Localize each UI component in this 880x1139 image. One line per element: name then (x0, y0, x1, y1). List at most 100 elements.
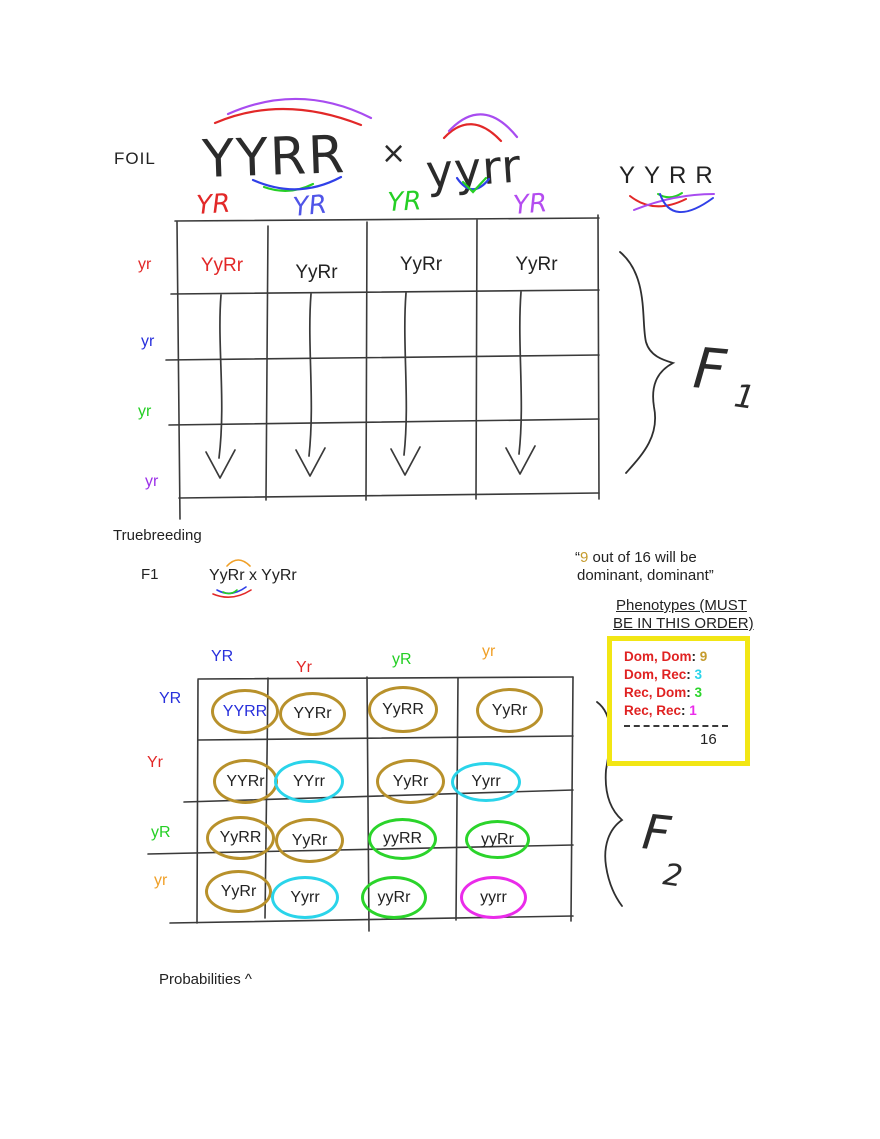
phenotypes-heading-line2: BE IN THIS ORDER) (613, 615, 754, 632)
punnett2-cell-oval: YYRR (211, 689, 279, 734)
punnett1-cell: YyRr (200, 255, 244, 276)
foil-label: FOIL (114, 149, 156, 168)
down-arrowhead-icon (390, 446, 421, 476)
punnett1-down-arrows (205, 291, 536, 479)
yyrr-arc-green (657, 192, 683, 199)
yyrr-arc-blue (659, 193, 714, 214)
handwritten-f2-subscript: 2 (661, 857, 685, 894)
punnett2-row-header-1: YR (159, 690, 182, 707)
punnett1-cell: YyRr (295, 262, 338, 283)
phenotype-row: Rec, Rec: 1 (624, 702, 739, 720)
phenotype-label: Dom, Rec (624, 667, 687, 682)
punnett2-cell-oval: yyRR (368, 818, 437, 860)
handwritten-parent2: yyrr (424, 138, 523, 199)
punnett2-col-header-1: YR (211, 648, 234, 665)
punnett2-cell-oval: YYRr (279, 692, 346, 736)
phenotype-separator: : (691, 649, 700, 664)
phenotype-count: 3 (694, 685, 703, 700)
yyrr-arc-red (629, 195, 687, 208)
down-arrowhead-icon (505, 445, 536, 475)
punnett2-cell-oval: yyRr (361, 876, 427, 919)
phenotype-ratio-box: Dom, Dom: 9 Dom, Rec: 3 Rec, Dom: 3 Rec,… (607, 636, 750, 766)
handwritten-f2-letter: F (640, 804, 675, 863)
phenotype-count: 3 (694, 667, 703, 682)
punnett1-cell: YyRr (399, 254, 443, 275)
genotype-label: yyRR (382, 830, 423, 847)
quote-rest: out of 16 will be (588, 549, 697, 566)
down-arrow-icon (218, 294, 223, 459)
dashed-divider (624, 725, 728, 727)
punnett2-col-header-4: yr (482, 643, 496, 660)
phenotype-separator: : (686, 685, 695, 700)
genotype-label: Yyrr (290, 888, 320, 906)
punnett2-cell-oval: Yyrr (451, 762, 521, 802)
phenotype-separator: : (686, 667, 695, 682)
punnett2-cell-oval: yyRr (465, 820, 530, 859)
phenotype-label: Rec, Dom (624, 685, 687, 700)
punnett2-cell-oval: YyRr (476, 688, 543, 733)
f1cross-arc-red (212, 589, 252, 598)
punnett2-cell-oval: YYrr (274, 760, 344, 803)
probabilities-label: Probabilities ^ (159, 971, 252, 988)
foil-arc-red-parent1 (213, 107, 363, 127)
punnett1-row-header-3: yr (138, 403, 152, 420)
foil-arc-blue-parent2 (455, 176, 491, 191)
genotype-label: yyrr (480, 888, 507, 906)
phenotype-row: Dom, Dom: 9 (624, 648, 739, 666)
foil-arc-purple-parent1 (226, 97, 373, 120)
quote-line-1: “9 out of 16 will be (575, 549, 697, 566)
genotype-label: YyRR (382, 700, 424, 718)
foil-arc-purple-parent2 (447, 113, 519, 139)
phenotype-separator: : (681, 703, 690, 718)
punnett1-row-header-4: yr (145, 473, 159, 490)
punnett1-row-header-1: yr (138, 256, 152, 273)
punnett2-cell-oval: YYRr (213, 759, 278, 804)
foil-arc-blue-parent1 (251, 175, 343, 191)
punnett2-row-header-2: Yr (147, 754, 163, 771)
f1-generation-label: F1 (141, 566, 159, 583)
genotype-label: YYRR (222, 702, 268, 720)
handwritten-f1-letter: F (691, 336, 730, 404)
phenotypes-heading-line1: Phenotypes (MUST (616, 597, 747, 614)
f1cross-arc-orange (226, 559, 251, 567)
punnett2-cell-oval: YyRr (205, 870, 272, 913)
handwritten-f1-subscript: 1 (732, 376, 757, 416)
punnett2-col-header-3: yR (392, 651, 412, 668)
genotype-label: YyRR (219, 829, 262, 846)
punnett1-col-header-2: YR (292, 190, 329, 223)
phenotype-total: 16 (700, 731, 717, 748)
punnett2-cell-oval: YyRR (368, 686, 438, 733)
down-arrow-icon (518, 291, 523, 455)
genotype-label: YyRr (220, 882, 257, 900)
punnett2-row-header-3: yR (151, 824, 171, 841)
genotype-label: YYRr (226, 772, 265, 790)
quote-line-2: dominant, dominant” (577, 567, 714, 584)
foil-arc-green-parent1 (262, 182, 315, 192)
down-arrow-icon (308, 293, 313, 457)
truebreeding-label: Truebreeding (113, 527, 202, 544)
phenotype-label: Dom, Dom (624, 649, 692, 664)
punnett1-col-header-4: YR (512, 188, 548, 221)
genotype-label: yyRr (377, 888, 411, 906)
genotype-label: YyRr (392, 772, 429, 790)
handwritten-cross-sign: × (381, 136, 406, 171)
genotype-label: YyRr (491, 701, 528, 719)
f1cross-arc-green (222, 589, 238, 595)
genotype-label: YYrr (293, 772, 325, 790)
genotype-label: Yyrr (471, 773, 501, 790)
phenotype-count: 9 (699, 649, 708, 664)
parent-genotype-right: YYRR (619, 162, 722, 189)
genotype-label: YyRr (291, 831, 328, 849)
phenotype-row: Dom, Rec: 3 (624, 666, 739, 684)
down-arrowhead-icon (295, 447, 326, 477)
punnett1-col-header-1: YR (195, 189, 231, 221)
foil-check-green-parent2 (461, 176, 488, 194)
f1-cross-label: YyRr x YyRr (209, 567, 297, 584)
phenotype-row: Rec, Dom: 3 (624, 684, 739, 702)
down-arrow-icon (403, 292, 408, 456)
foil-arc-red-parent2 (442, 123, 503, 143)
punnett1-col-header-3: YR (387, 186, 422, 218)
punnett2-col-header-2: Yr (296, 659, 312, 676)
